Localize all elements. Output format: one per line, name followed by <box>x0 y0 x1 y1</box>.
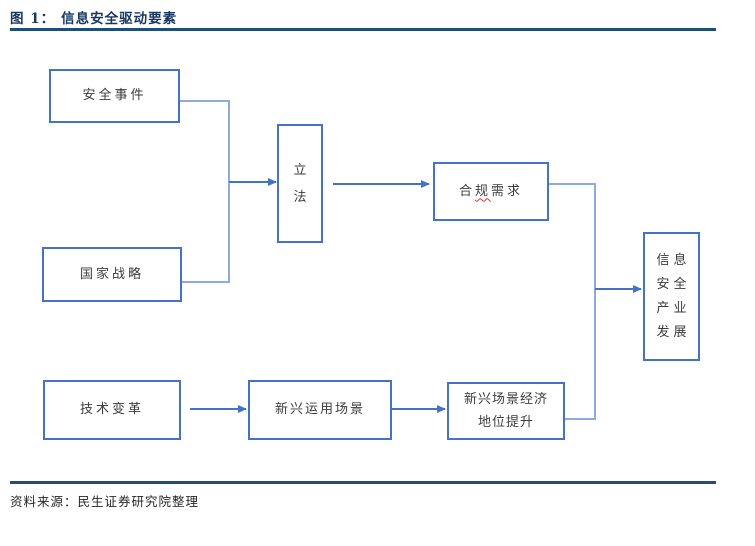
figure-title-text: 信息安全驱动要素 <box>61 11 178 27</box>
arrow-tech-to-emerging <box>190 405 247 413</box>
flow-box-national-strategy: 国家战略 <box>42 247 182 302</box>
figure-number: 图 1： <box>10 11 56 27</box>
compliance-text-spellcheck-flagged: 规 <box>474 183 491 199</box>
flow-box-label-line: 发展 <box>656 324 691 340</box>
flow-box-label-line: 新兴场景经济 <box>463 392 548 407</box>
flow-box-label: 安全事件 <box>82 88 147 103</box>
arrow-legislation-to-compliance <box>333 180 430 188</box>
flow-box-label-line: 立 <box>293 162 307 178</box>
flow-box-label: 新兴运用场景 <box>274 402 365 417</box>
connector-status-stub <box>565 418 596 420</box>
flow-box-label: 国家战略 <box>79 266 144 282</box>
flow-box-emerging-scenarios: 新兴运用场景 <box>248 380 392 440</box>
connector-security-stub <box>180 100 230 102</box>
flow-box-tech-change: 技术变革 <box>43 380 181 440</box>
arrow-emerging-to-status <box>392 405 446 413</box>
flow-box-economic-status: 新兴场景经济 地位提升 <box>447 382 565 440</box>
arrow-to-industry-development <box>595 285 642 293</box>
compliance-text-prefix: 合 <box>458 183 475 199</box>
connector-strategy-stub <box>182 281 230 283</box>
flow-box-label-line: 法 <box>293 189 307 205</box>
footer-divider-line <box>10 481 716 484</box>
flow-box-compliance-demand: 合规需求 <box>433 162 549 221</box>
connector-left-vertical <box>228 100 230 283</box>
flow-box-label: 合规需求 <box>459 181 523 203</box>
flow-box-label-line: 信息 <box>656 252 691 268</box>
flow-box-label: 技术变革 <box>79 402 144 417</box>
flow-box-label-line: 产业 <box>656 300 691 316</box>
flow-box-label-line: 地位提升 <box>477 415 534 430</box>
title-divider-line <box>10 28 716 31</box>
source-note: 资料来源：民生证券研究院整理 <box>10 494 200 509</box>
connector-right-vertical <box>594 183 596 420</box>
connector-compliance-stub <box>549 183 596 185</box>
compliance-text-suffix: 需求 <box>491 183 524 199</box>
flow-box-label-line: 安全 <box>656 276 691 292</box>
flow-box-security-events: 安全事件 <box>49 69 180 123</box>
flow-box-industry-development: 信息 安全 产业 发展 <box>643 232 700 361</box>
flow-box-legislation: 立 法 <box>277 124 323 243</box>
arrow-to-legislation <box>229 178 277 186</box>
figure-title: 图 1： 信息安全驱动要素 <box>10 7 177 27</box>
